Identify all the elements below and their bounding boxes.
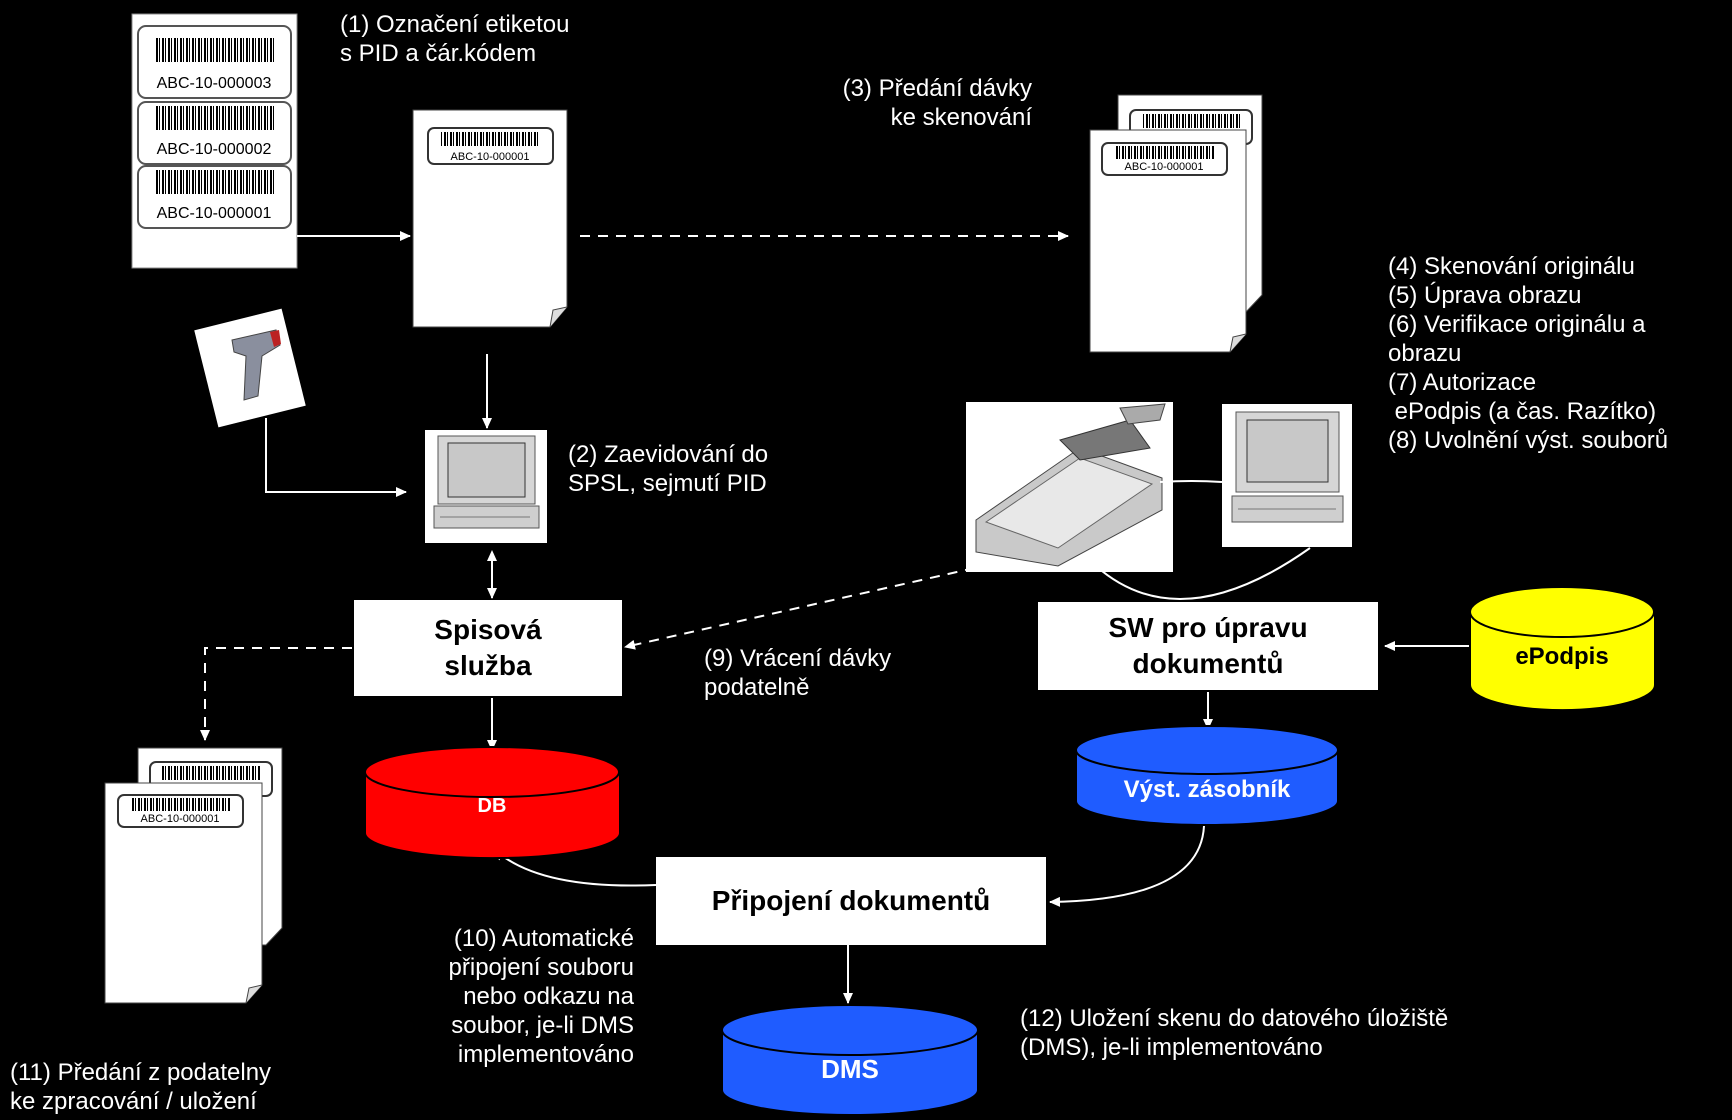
spisova-line-2: služba — [444, 650, 532, 681]
computer-icon — [425, 430, 547, 543]
processed-batch-documents: ABC-10-000001 — [104, 747, 283, 1004]
label-steps-4-8: (4) Skenování originálu (5) Úprava obraz… — [1388, 253, 1669, 454]
epodpis-cylinder: ePodpis — [1469, 586, 1656, 712]
barcode-label-2: ABC-10-000002 — [137, 101, 292, 165]
label-step-3: (3) Předání dávky ke skenování — [842, 75, 1032, 131]
barcode-scanner-icon — [194, 308, 306, 428]
barcode-id-1: ABC-10-000003 — [157, 75, 272, 92]
scan-station-computer-icon — [1222, 404, 1352, 547]
arrow-scanner-return — [624, 559, 1011, 650]
sw-line-1: SW pro úpravu — [1108, 612, 1308, 643]
output-storage-cylinder: Výst. zásobník — [1075, 725, 1339, 826]
barcode-id-3: ABC-10-000001 — [157, 205, 272, 222]
db-cylinder: DB — [364, 746, 621, 860]
output-storage-label: Výst. zásobník — [1124, 776, 1291, 803]
barcode-label-1: ABC-10-000003 — [137, 25, 292, 99]
epodpis-label: ePodpis — [1515, 643, 1608, 670]
batch-barcode-id: ABC-10-000001 — [1125, 161, 1204, 173]
scanner-computer-link — [1159, 480, 1223, 483]
scanner-computer-cable — [1095, 547, 1311, 600]
sw-uprava-box: SW pro úpravu dokumentů — [1038, 602, 1378, 690]
scan-batch-documents: ABC-10-000001 — [1089, 94, 1263, 353]
barcode-label-sheet: ABC-10-000003 ABC-10-000002 ABC-10-00000… — [131, 13, 298, 269]
processed-barcode-id: ABC-10-000001 — [141, 813, 220, 825]
document-barcode-id: ABC-10-000001 — [451, 151, 530, 163]
spisova-line-1: Spisová — [434, 614, 542, 645]
arrow-output-to-pripojeni — [1049, 825, 1205, 907]
labeled-document: ABC-10-000001 — [412, 109, 568, 328]
db-label: DB — [478, 795, 507, 817]
label-step-10: (10) Automatické připojení souboru nebo … — [448, 925, 634, 1068]
spisova-sluzba-box: Spisová služba — [354, 600, 622, 696]
document-scanner-icon — [966, 402, 1173, 572]
dms-cylinder: DMS — [721, 1004, 979, 1116]
barcode-id-2: ABC-10-000002 — [157, 141, 272, 158]
dms-label: DMS — [821, 1054, 879, 1084]
arrow-spisova-to-batch — [200, 647, 352, 741]
label-step-12: (12) Uložení skenu do datového úložiště … — [1020, 1005, 1449, 1061]
sw-line-2: dokumentů — [1132, 648, 1284, 679]
label-step-2: (2) Zaevidování do SPSL, sejmutí PID — [568, 441, 769, 497]
arrow-scanner-to-computer — [265, 418, 407, 497]
pripojeni-box: Připojení dokumentů — [656, 857, 1046, 945]
pripojeni-label: Připojení dokumentů — [711, 885, 991, 916]
label-step-1: (1) Označení etiketou s PID a čár.kódem — [340, 11, 570, 67]
label-step-9: (9) Vrácení dávky podatelně — [704, 645, 892, 701]
label-step-11: (11) Předání z podatelny ke zpracování /… — [10, 1059, 272, 1115]
barcode-label-3: ABC-10-000001 — [137, 165, 292, 229]
